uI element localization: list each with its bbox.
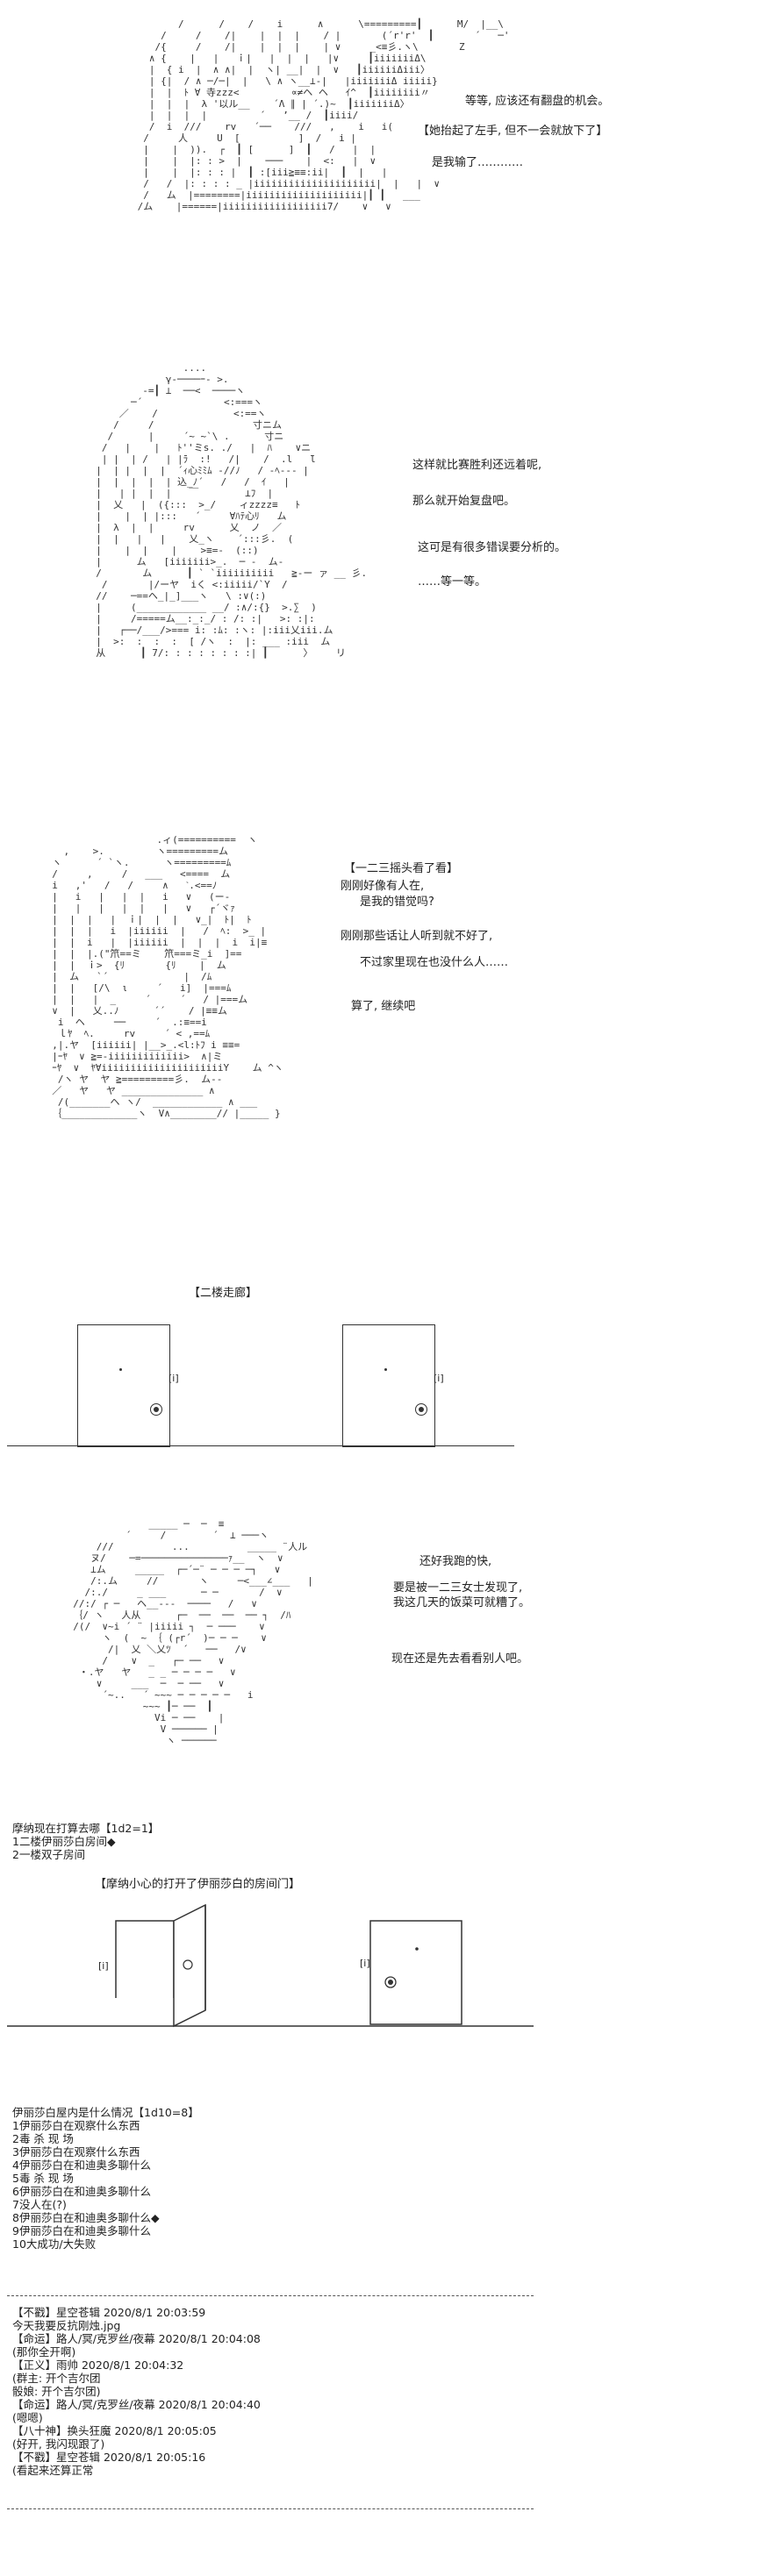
divider <box>7 2508 534 2509</box>
chat-line: (那你全开啊) <box>12 2345 76 2358</box>
dialogue-line: 【她抬起了左手, 但不一会就放下了】 <box>418 125 608 138</box>
dialogue-line: 现在还是先去看看别人吧。 <box>391 1652 529 1666</box>
dice-vote-room-situation: 伊丽莎白屋内是什么情况【1d10=8】 1伊丽莎白在观察什么东西 2毒 杀 现 … <box>12 2106 199 2251</box>
door-peephole <box>384 1368 387 1371</box>
scene-caption: 【摩纳小心的打开了伊丽莎白的房间门】 <box>95 1878 301 1891</box>
vote-line: 10大成功/大失败 <box>12 2237 97 2251</box>
vote-line: 6伊丽莎白在和迪奥多聊什么 <box>12 2185 151 2198</box>
dialogue-line: 那么就开始复盘吧。 <box>412 495 516 508</box>
dialogue-line: 是我输了………… <box>432 156 524 169</box>
chat-line: 骰娘: 开个吉尔团) <box>12 2385 101 2398</box>
vote-line: 摩纳现在打算去哪【1d2=1】 <box>12 1822 160 1835</box>
dialogue-line: 刚刚那些话让人听到就不好了, <box>341 930 493 943</box>
character-ascii-art: .... γ‐────ｰ- >. ‐=┃ ⊥ ──< ────ヽ ─´ <:==… <box>96 362 368 659</box>
vote-line: 5毒 杀 现 场 <box>12 2172 74 2185</box>
chat-line: (看起来还算正常 <box>12 2464 94 2477</box>
vote-line: 9伊丽莎白在和迪奥多聊什么 <box>12 2224 151 2237</box>
vote-line: 7没人在(?) <box>12 2198 67 2211</box>
open-door-drawing <box>7 1903 534 2028</box>
chat-line: (嗯嗯) <box>12 2411 43 2424</box>
corridor-floor <box>7 1445 514 1446</box>
scene-caption: 【二楼走廊】 <box>189 1287 258 1300</box>
vote-line: 伊丽莎白屋内是什么情况【1d10=8】 <box>12 2106 199 2119</box>
vote-line: 8伊丽莎白在和迪奥多聊什么◆ <box>12 2211 160 2224</box>
dialogue-line: 算了, 继续吧 <box>351 1000 416 1013</box>
chat-line: 【不戳】星空苍辑 2020/8/1 20:05:16 <box>12 2451 206 2464</box>
door-nameplate: [i] <box>98 1960 109 1972</box>
open-door-panel <box>173 1903 206 2028</box>
vote-line: 4伊丽莎白在和迪奥多聊什么 <box>12 2159 151 2172</box>
door-nameplate: [i] <box>434 1373 444 1384</box>
character-ascii-art: .ィ(========== ヽ , >. ヽ=========ム ヽ ´ `ヽ.… <box>52 834 283 1119</box>
dialogue-line: ……等一等。 <box>418 575 487 589</box>
dialogue-line: 这可是有很多错误要分析的。 <box>418 541 567 554</box>
vote-line: 1二楼伊丽莎白房间◆ <box>12 1835 116 1848</box>
door-nameplate: [i] <box>360 1958 370 1969</box>
dice-vote-destination: 摩纳现在打算去哪【1d2=1】 1二楼伊丽莎白房间◆ 2一楼双子房间 <box>12 1822 159 1861</box>
door-knob-icon <box>150 1403 162 1416</box>
door-left <box>77 1324 170 1447</box>
dialogue-line: 是我的错觉吗? <box>360 896 434 909</box>
vote-line: 2一楼双子房间 <box>12 1848 85 1861</box>
door-knob-icon <box>384 1976 397 1988</box>
door-knob-icon <box>183 1959 193 1970</box>
chat-line: 【命运】路人/冥/克罗丝/夜幕 2020/8/1 20:04:08 <box>12 2332 261 2345</box>
chat-line: 【八十神】换头狂魔 2020/8/1 20:05:05 <box>12 2424 217 2437</box>
chat-line: (好开, 我闪现跟了) <box>12 2437 105 2451</box>
chat-log: 【不戳】星空苍辑 2020/8/1 20:03:59 今天我要反抗刚烛.jpg … <box>12 2306 261 2477</box>
door-peephole <box>119 1368 122 1371</box>
divider <box>7 2295 534 2296</box>
dialogue-line: 要是被一二三女士发现了, <box>393 1581 523 1595</box>
dialogue-line: 还好我跑的快, <box>419 1555 492 1568</box>
door-nameplate: [i] <box>168 1373 179 1384</box>
dialogue-line: 等等, 应该还有翻盘的机会。 <box>465 95 610 108</box>
chat-line: 【正义】雨帅 2020/8/1 20:04:32 <box>12 2358 184 2372</box>
character-ascii-art: / / / i ∧ \=========┃ M/ |__\ / / /| | |… <box>137 18 510 212</box>
door-knob-icon <box>415 1403 427 1416</box>
dialogue-line: 这样就比赛胜利还远着呢, <box>412 459 542 472</box>
door-right <box>342 1324 435 1447</box>
door-right <box>369 1920 462 2025</box>
chat-line: 今天我要反抗刚烛.jpg <box>12 2319 121 2332</box>
door-frame <box>115 1920 175 1998</box>
character-ascii-art: _____ ─ ─ ≡ ´ / ´ ⊥ ───ヽ /// ... _____ ¨… <box>73 1518 313 1746</box>
vote-line: 3伊丽莎白在观察什么东西 <box>12 2145 140 2159</box>
chat-line: (群主: 开个吉尔团 <box>12 2372 101 2385</box>
dialogue-line: 刚刚好像有人在, <box>341 880 425 893</box>
vote-line: 2毒 杀 现 场 <box>12 2132 74 2145</box>
chat-line: 【命运】路人/冥/克罗丝/夜幕 2020/8/1 20:04:40 <box>12 2398 261 2411</box>
dialogue-line: 不过家里现在也没什么人…… <box>360 956 509 969</box>
chat-line: 【不戳】星空苍辑 2020/8/1 20:03:59 <box>12 2306 206 2319</box>
door-peephole <box>415 1947 419 1951</box>
vote-line: 1伊丽莎白在观察什么东西 <box>12 2119 140 2132</box>
dialogue-line: 我这几天的饭菜可就糟了。 <box>393 1596 531 1609</box>
dialogue-line: 【一二三摇头看了看】 <box>344 862 459 875</box>
